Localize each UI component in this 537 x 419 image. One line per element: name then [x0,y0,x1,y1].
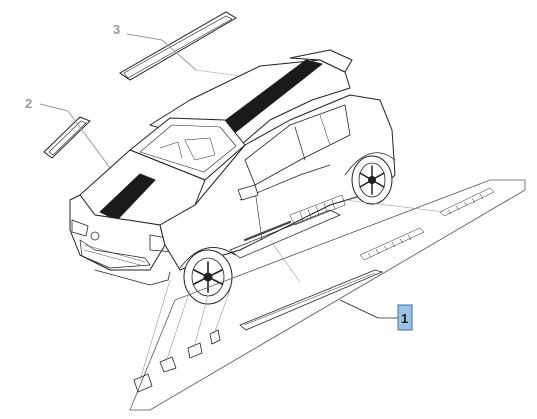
part-1-side-decal-set [129,179,526,411]
car-illustration [69,49,396,305]
part-3-roof-stripe-decal [119,11,271,81]
callout-2-label: 2 [25,96,32,111]
callout-1-highlight-box[interactable] [397,304,413,331]
callout-3-label: 3 [113,22,120,37]
callout-1-label[interactable]: 1 [401,311,408,326]
